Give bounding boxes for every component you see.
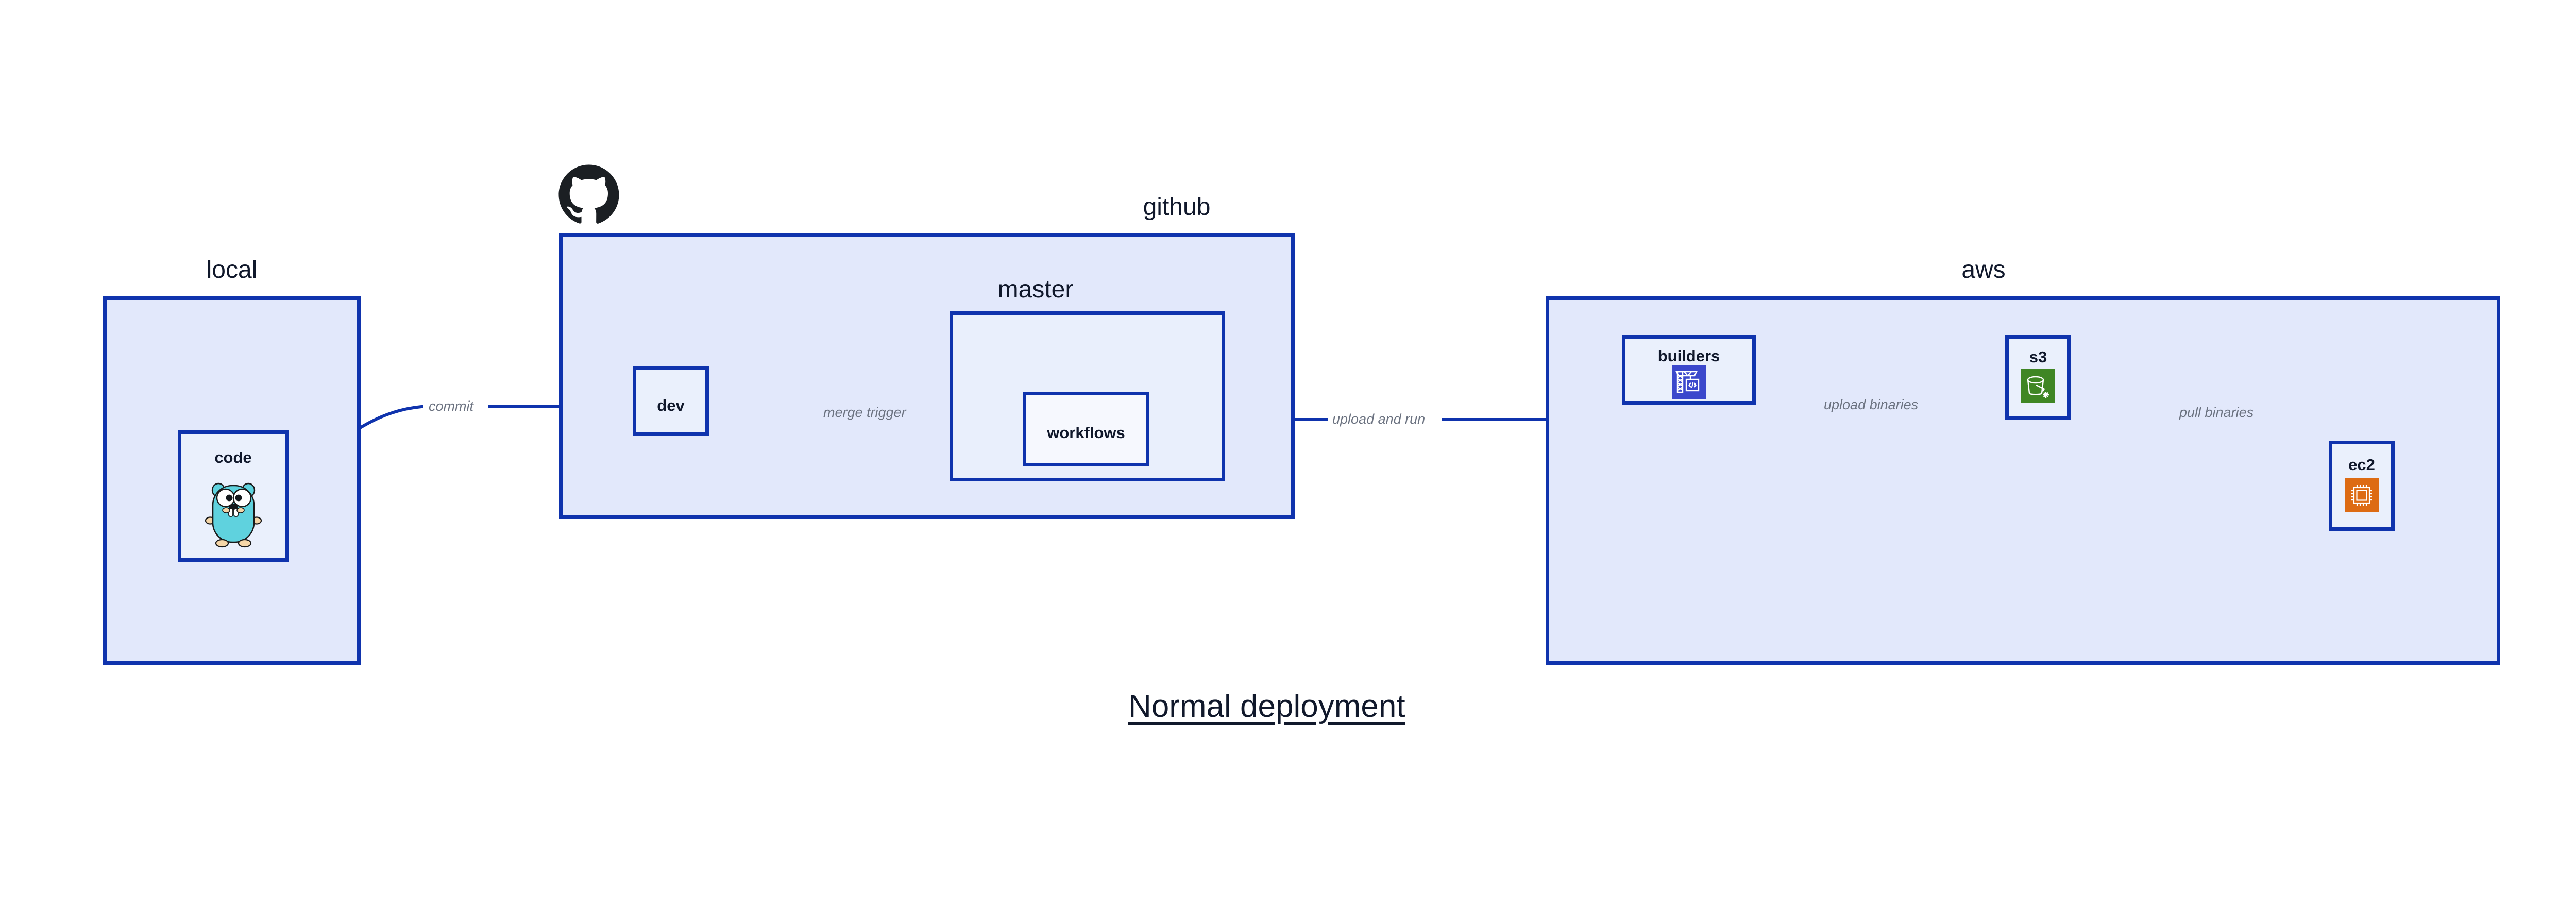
group-label-master: master bbox=[997, 276, 1074, 303]
node-ec2[interactable]: ec2 bbox=[2329, 441, 2395, 531]
go-gopher-icon bbox=[203, 476, 264, 548]
group-label-local: local bbox=[206, 256, 258, 283]
node-workflows[interactable]: workflows bbox=[1023, 392, 1149, 466]
aws-ec2-chip-icon bbox=[2345, 478, 2379, 512]
node-label-workflows: workflows bbox=[1047, 424, 1125, 442]
aws-s3-bucket-icon bbox=[2021, 369, 2055, 403]
node-label-dev: dev bbox=[657, 396, 685, 414]
node-label-code: code bbox=[214, 448, 252, 466]
node-label-s3: s3 bbox=[2029, 348, 2047, 366]
edge-label-upload-binaries: upload binaries bbox=[1821, 398, 1922, 412]
group-label-aws: aws bbox=[1961, 256, 2006, 283]
diagram-title: Normal deployment bbox=[1128, 689, 1405, 724]
edge-label-upload-and-run: upload and run bbox=[1329, 412, 1429, 426]
edge-label-merge-trigger: merge trigger bbox=[820, 406, 909, 420]
edge-label-commit: commit bbox=[426, 399, 477, 413]
github-octocat-icon bbox=[557, 163, 620, 226]
node-s3[interactable]: s3 bbox=[2005, 335, 2071, 420]
node-dev[interactable]: dev bbox=[633, 366, 709, 436]
group-label-github: github bbox=[1143, 193, 1211, 221]
node-label-ec2: ec2 bbox=[2348, 456, 2375, 474]
node-builders-box[interactable]: builders bbox=[1622, 335, 1756, 405]
node-code[interactable]: code bbox=[178, 430, 289, 562]
node-label-builders: builders bbox=[1657, 347, 1720, 365]
aws-codebuild-icon bbox=[1672, 365, 1706, 399]
edge-label-pull-binaries: pull binaries bbox=[2176, 406, 2257, 420]
